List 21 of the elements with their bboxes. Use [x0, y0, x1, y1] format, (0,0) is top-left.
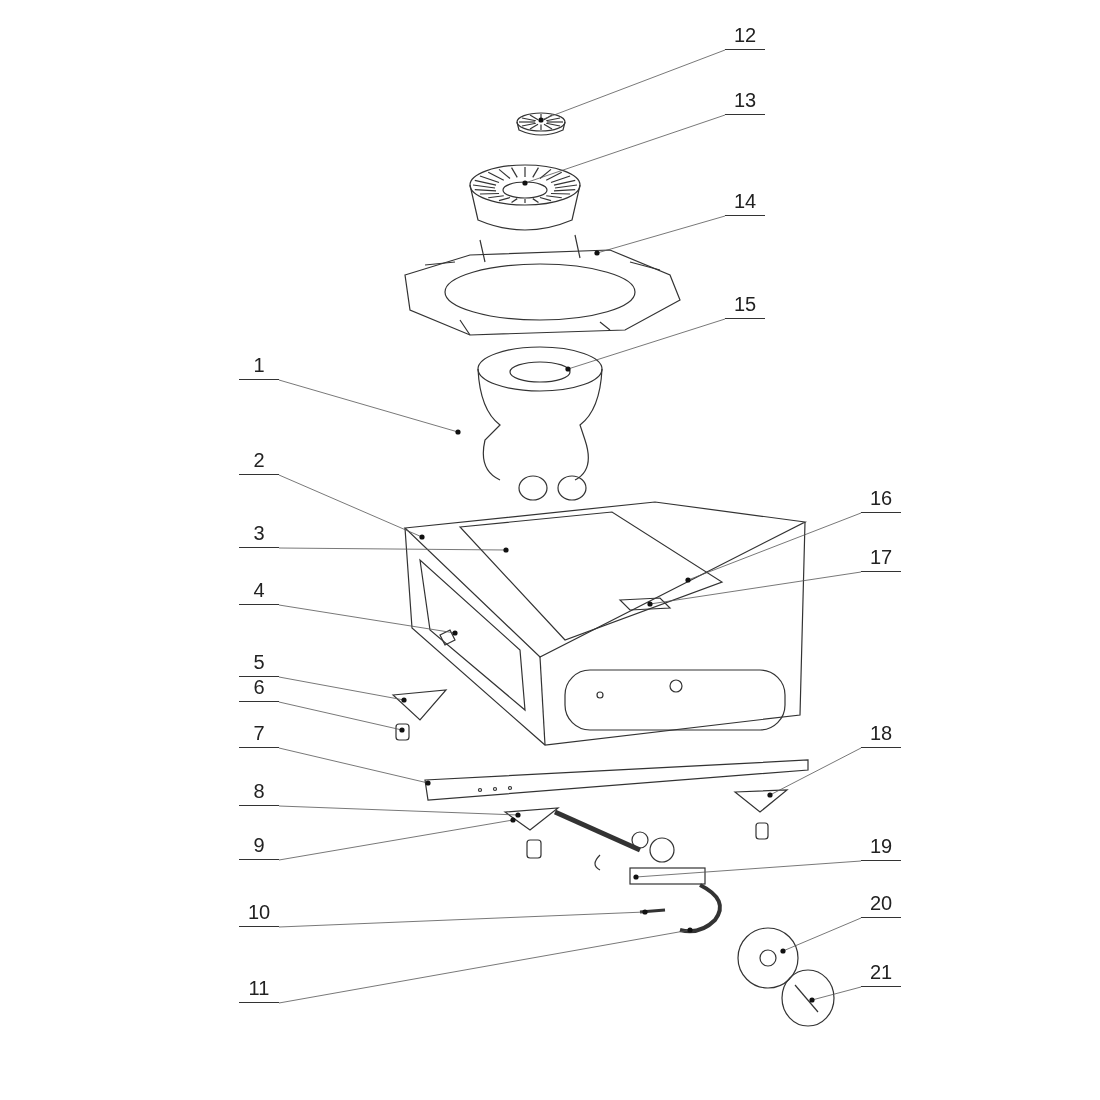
callout-number: 11: [239, 975, 279, 1003]
callout-number: 19: [861, 833, 901, 861]
callout-number: 15: [725, 291, 765, 319]
callout-number: 21: [861, 959, 901, 987]
callout-number: 2: [239, 447, 279, 475]
callout-number: 7: [239, 720, 279, 748]
callout-number: 13: [725, 87, 765, 115]
callout-number: 8: [239, 778, 279, 806]
callout-number: 4: [239, 577, 279, 605]
callout-number: 12: [725, 22, 765, 50]
callout-number: 5: [239, 649, 279, 677]
callout-number: 16: [861, 485, 901, 513]
callout-number: 17: [861, 544, 901, 572]
callout-number: 10: [239, 899, 279, 927]
callout-number: 9: [239, 832, 279, 860]
callout-number: 3: [239, 520, 279, 548]
callout-number: 18: [861, 720, 901, 748]
callout-number: 14: [725, 188, 765, 216]
callout-number: 6: [239, 674, 279, 702]
callout-number: 20: [861, 890, 901, 918]
callout-number: 1: [239, 352, 279, 380]
